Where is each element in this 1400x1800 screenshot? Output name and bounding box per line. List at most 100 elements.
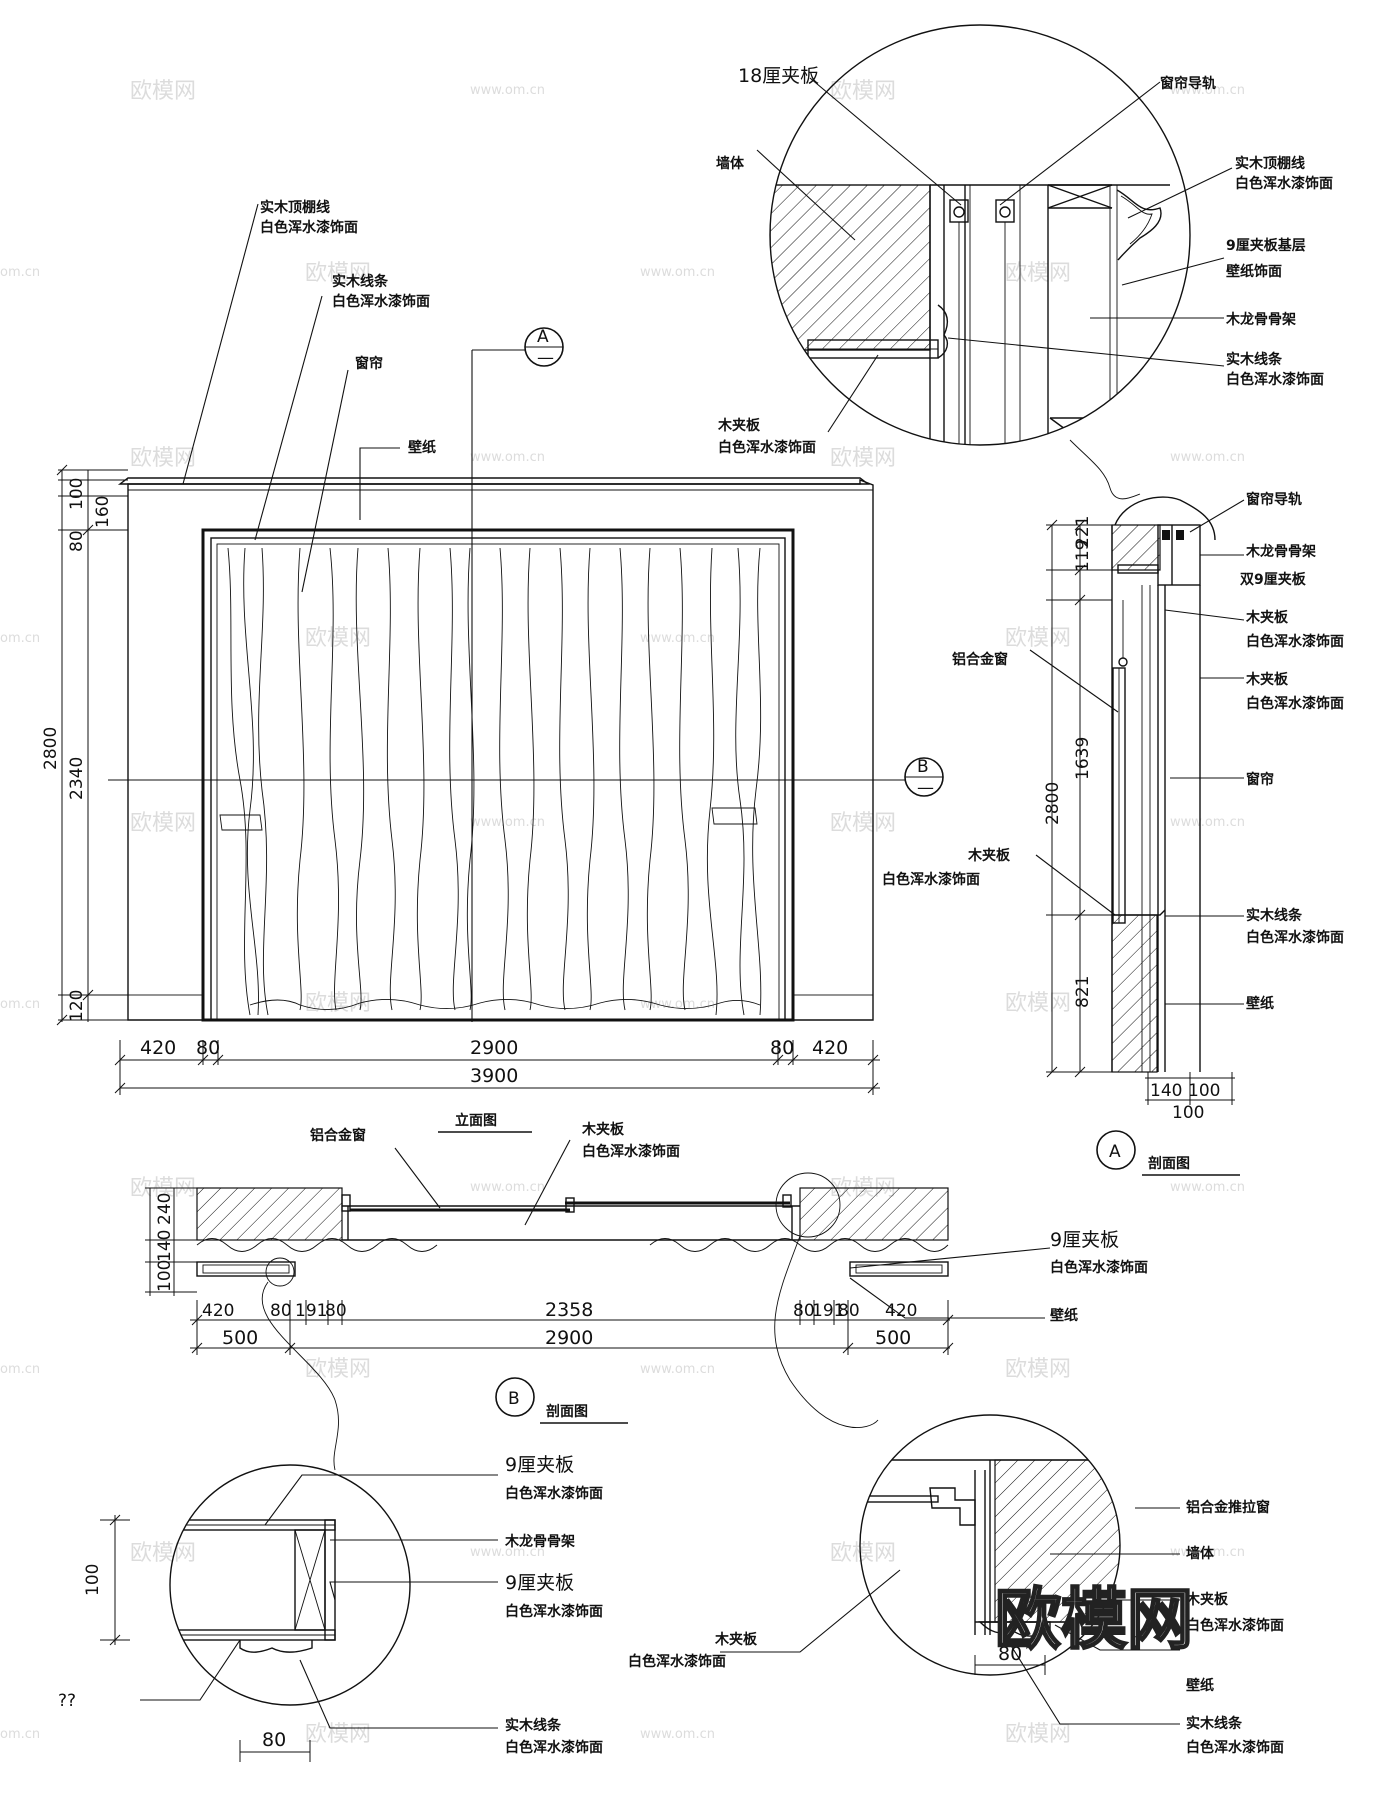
svg-text:剖面图: 剖面图 — [546, 1403, 588, 1420]
watermark-brand: 欧模网 — [305, 626, 371, 651]
detail-bottom-right: 80 — [720, 1414, 1180, 1725]
watermark-brand: 欧模网 — [830, 79, 896, 104]
label-b-wallpaper: 壁纸 — [1050, 1307, 1078, 1324]
svg-text:420: 420 — [202, 1301, 234, 1321]
svg-text:80: 80 — [770, 1037, 794, 1059]
watermark-brand: 欧模网 — [830, 1541, 896, 1566]
label-br-plywood-partial-2: 白色浑水漆饰面 — [1186, 1617, 1284, 1634]
label-a-trim-1: 实木线条 — [1246, 907, 1303, 924]
watermark-brand: 欧模网 — [1005, 991, 1071, 1016]
label-trim-top-1: 实木线条 — [1226, 351, 1283, 368]
elevation-dims-horizontal: 420 80 2900 80 420 3900 — [114, 1037, 880, 1095]
elevation-dims-vertical: 2800 2340 80 100 160 120 — [41, 464, 128, 1026]
section-a-view: 119 221 1639 2800 821 140 100 100 — [1029, 496, 1245, 1123]
label-b-plywood-1: 木夹板 — [581, 1121, 625, 1138]
svg-text:2900: 2900 — [545, 1327, 593, 1349]
label-bl-plywood9b-1: 9厘夹板 — [505, 1572, 574, 1594]
label-trim-2: 白色浑水漆饰面 — [332, 293, 430, 310]
label-bl-keel: 木龙骨骨架 — [504, 1533, 575, 1550]
svg-text:80: 80 — [270, 1301, 292, 1321]
watermark-brand: 欧模网 — [130, 1541, 196, 1566]
label-br-plywood-1: 木夹板 — [714, 1631, 758, 1648]
watermark-url: www.om.cn — [1170, 450, 1245, 465]
svg-text:1639: 1639 — [1073, 737, 1093, 780]
svg-text:A: A — [537, 327, 549, 347]
svg-text:821: 821 — [1073, 976, 1093, 1008]
svg-text:—: — — [537, 348, 554, 368]
label-b-plywood9-2: 白色浑水漆饰面 — [1050, 1259, 1148, 1276]
svg-text:100: 100 — [83, 1564, 103, 1596]
watermark-url: www.om.cn — [470, 450, 545, 465]
label-a-plywood1-1: 木夹板 — [1245, 609, 1289, 626]
watermark-brand: 欧模网 — [130, 79, 196, 104]
watermark-url: www.om.cn — [640, 1362, 715, 1377]
watermark-brand-large: 欧模网 — [995, 1581, 1193, 1658]
watermark-url: om.cn — [0, 631, 40, 646]
label-b-alu-window: 铝合金窗 — [310, 1127, 366, 1144]
svg-text:420: 420 — [812, 1037, 848, 1059]
watermark-url: www.om.cn — [1170, 83, 1245, 98]
watermark-url: www.om.cn — [1170, 815, 1245, 830]
label-a-curtain: 窗帘 — [1246, 771, 1274, 788]
label-a-wallpaper: 壁纸 — [1246, 995, 1274, 1012]
label-base9-2: 壁纸饰面 — [1226, 263, 1282, 280]
watermark-brand: 欧模网 — [830, 446, 896, 471]
svg-text:80: 80 — [67, 530, 87, 552]
label-a-keel-2: 双9厘夹板 — [1240, 571, 1307, 588]
watermark-brand: 欧模网 — [1005, 261, 1071, 286]
label-trim-1: 实木线条 — [332, 273, 389, 290]
watermark-url: www.om.cn — [640, 1727, 715, 1742]
label-b-plywood-2: 白色浑水漆饰面 — [582, 1143, 680, 1160]
svg-text:3900: 3900 — [470, 1065, 518, 1087]
section-marker-b-elevation: B — — [904, 757, 944, 798]
svg-text:立面图: 立面图 — [455, 1112, 497, 1129]
curtain-drawing — [219, 547, 762, 1016]
watermark-brand: 欧模网 — [305, 1722, 371, 1747]
svg-text:140: 140 — [1150, 1081, 1182, 1101]
section-b-view: 240 140 100 420 80 191 80 2358 80 191 80… — [145, 1139, 1051, 1471]
label-br-wall: 墙体 — [1186, 1545, 1215, 1562]
label-bl-plywood9b-2: 白色浑水漆饰面 — [505, 1603, 603, 1620]
label-trim-top-2: 白色浑水漆饰面 — [1226, 371, 1324, 388]
svg-text:B: B — [917, 757, 929, 777]
svg-text:2800: 2800 — [1043, 782, 1063, 825]
label-a-plywood1-2: 白色浑水漆饰面 — [1246, 633, 1344, 650]
watermark-brand: 欧模网 — [1005, 1357, 1071, 1382]
label-a-plywood3-1: 木夹板 — [967, 847, 1011, 864]
label-bl-trim-1: 实木线条 — [505, 1717, 562, 1734]
svg-text:80: 80 — [196, 1037, 220, 1059]
svg-text:80: 80 — [262, 1729, 286, 1751]
watermark-url: om.cn — [0, 1362, 40, 1377]
label-wallpaper: 壁纸 — [408, 439, 436, 456]
elevation-view — [108, 203, 905, 1022]
detail-top — [756, 24, 1233, 500]
svg-text:2800: 2800 — [41, 727, 61, 770]
label-cornice-top-2: 白色浑水漆饰面 — [1235, 175, 1333, 192]
section-marker-a-elevation: A — — [524, 327, 564, 368]
svg-text:剖面图: 剖面图 — [1148, 1155, 1190, 1172]
svg-text:A: A — [1109, 1142, 1121, 1162]
watermark-brand: 欧模网 — [1005, 1722, 1071, 1747]
label-a-rail: 窗帘导轨 — [1246, 491, 1302, 508]
watermark-brand: 欧模网 — [130, 811, 196, 836]
label-a-trim-2: 白色浑水漆饰面 — [1246, 929, 1344, 946]
svg-text:2358: 2358 — [545, 1299, 593, 1321]
svg-text:500: 500 — [222, 1327, 258, 1349]
label-plywood-top-1: 木夹板 — [717, 417, 761, 434]
label-curtain: 窗帘 — [355, 355, 383, 372]
label-br-plywood-2: 白色浑水漆饰面 — [628, 1653, 726, 1670]
watermark-url: om.cn — [0, 265, 40, 280]
svg-text:119: 119 — [1073, 540, 1093, 572]
label-cornice-top-1: 实木顶棚线 — [1235, 155, 1305, 172]
label-a-plywood2-1: 木夹板 — [1245, 671, 1289, 688]
watermark-url: www.om.cn — [470, 1545, 545, 1560]
section-a-title: A 剖面图 — [1096, 1130, 1240, 1176]
svg-text:—: — — [917, 778, 934, 798]
label-br-wallpaper: 壁纸 — [1186, 1677, 1214, 1694]
label-cornice-2: 白色浑水漆饰面 — [260, 219, 358, 236]
label-keel-top: 木龙骨骨架 — [1225, 311, 1296, 328]
svg-text:80: 80 — [793, 1301, 815, 1321]
label-bl-plywood9a-2: 白色浑水漆饰面 — [505, 1485, 603, 1502]
elevation-title: 立面图 — [438, 1112, 532, 1133]
